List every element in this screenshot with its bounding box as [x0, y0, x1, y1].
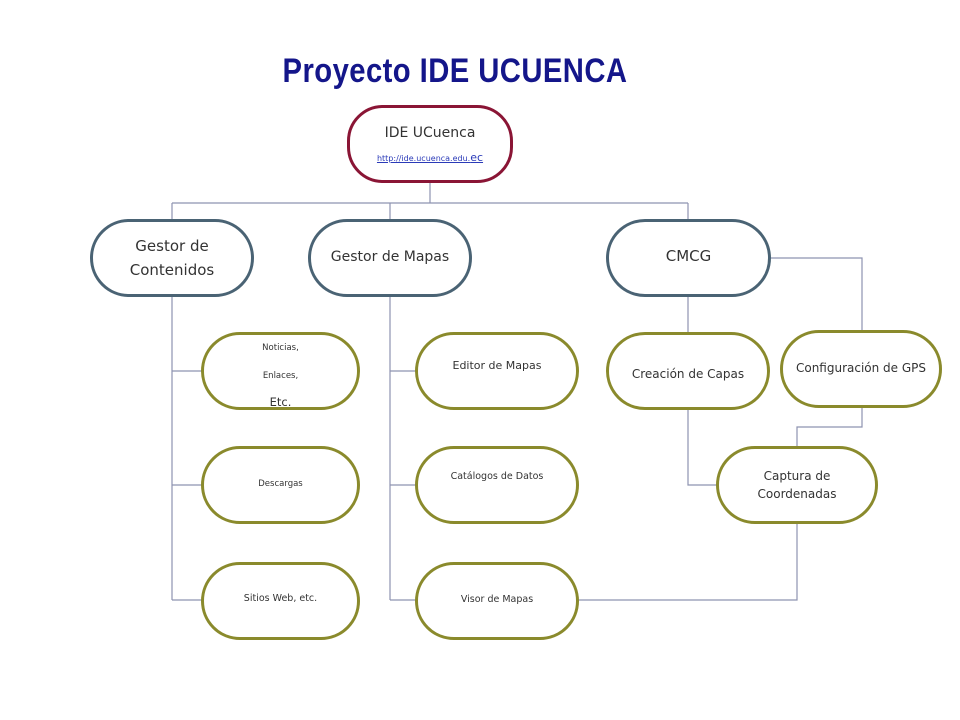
connector-cmcg-gps — [770, 257, 863, 331]
node-gestor-mapas-label: Gestor de Mapas — [330, 248, 450, 265]
node-sitios-web: Sitios Web, etc. — [201, 562, 360, 640]
node-configuracion-gps: Configuración de GPS — [780, 330, 942, 408]
noticias-item-1: Noticias, — [262, 343, 299, 353]
diagram-title: Proyecto IDE UCUENCA — [282, 52, 628, 90]
node-editor-mapas: Editor de Mapas — [415, 332, 579, 410]
connector-gps-captura — [796, 406, 863, 447]
node-creacion-capas: Creación de Capas — [606, 332, 770, 410]
node-visor-mapas: Visor de Mapas — [415, 562, 579, 640]
node-creacion-capas-label: Creación de Capas — [631, 366, 745, 381]
ide-ucuenca-link[interactable]: http://ide.ucuenca.edu.ec — [377, 151, 483, 164]
node-ide-ucuenca-label: IDE UCuenca — [384, 124, 476, 141]
noticias-item-2: Enlaces, — [262, 371, 299, 381]
node-sitios-web-label: Sitios Web, etc. — [243, 593, 318, 604]
node-descargas: Descargas — [201, 446, 360, 524]
node-gestor-contenidos: Gestor de Contenidos — [90, 219, 254, 297]
node-editor-mapas-label: Editor de Mapas — [452, 358, 542, 372]
node-descargas-label: Descargas — [258, 479, 303, 489]
ide-ucuenca-link-main: http://ide.ucuenca.edu. — [376, 153, 471, 163]
node-captura-coordenadas: Captura de Coordenadas — [716, 446, 878, 524]
connector-capas-captura — [687, 410, 718, 486]
node-catalogos-datos: Catálogos de Datos — [415, 446, 579, 524]
node-cmcg-label: CMCG — [665, 247, 712, 265]
node-configuracion-gps-label: Configuración de GPS — [795, 360, 927, 375]
node-catalogos-datos-label: Catálogos de Datos — [450, 470, 544, 482]
node-cmcg: CMCG — [606, 219, 771, 297]
noticias-item-3: Etc. — [269, 395, 292, 409]
node-noticias: Noticias, Enlaces, Etc. — [201, 332, 360, 410]
node-gestor-contenidos-label: Gestor de Contenidos — [129, 237, 215, 279]
node-ide-ucuenca: IDE UCuenca http://ide.ucuenca.edu.ec — [347, 105, 513, 183]
node-gestor-mapas: Gestor de Mapas — [308, 219, 472, 297]
node-visor-mapas-label: Visor de Mapas — [460, 594, 534, 605]
node-captura-coordenadas-label: Captura de Coordenadas — [757, 469, 837, 501]
connector-captura-visor — [578, 524, 798, 601]
ide-ucuenca-link-tail: ec — [470, 150, 484, 164]
